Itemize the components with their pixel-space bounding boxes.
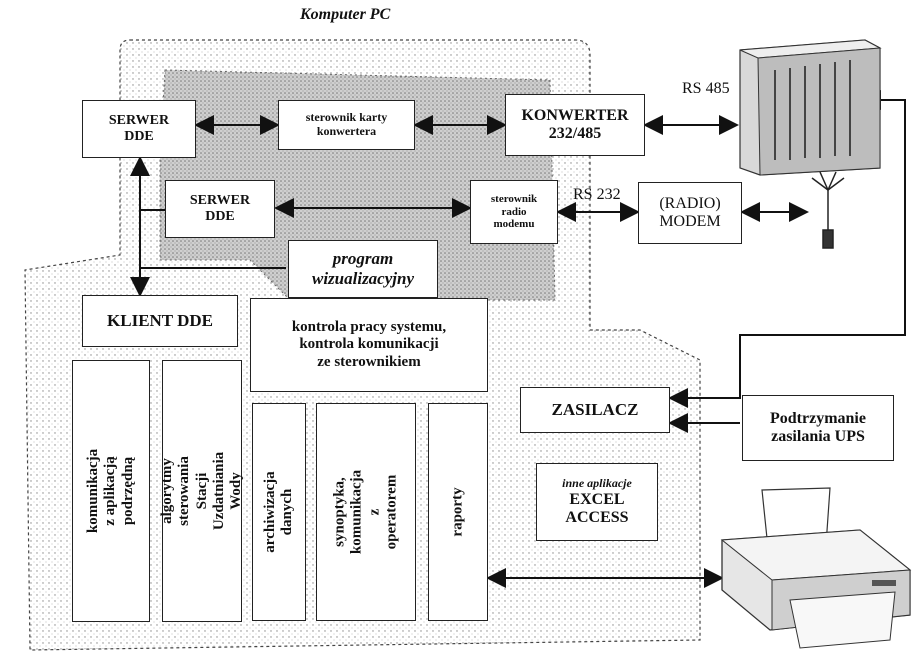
server-rack-icon [740, 40, 880, 175]
antenna-icon [812, 172, 844, 248]
printer-icon [722, 488, 910, 648]
